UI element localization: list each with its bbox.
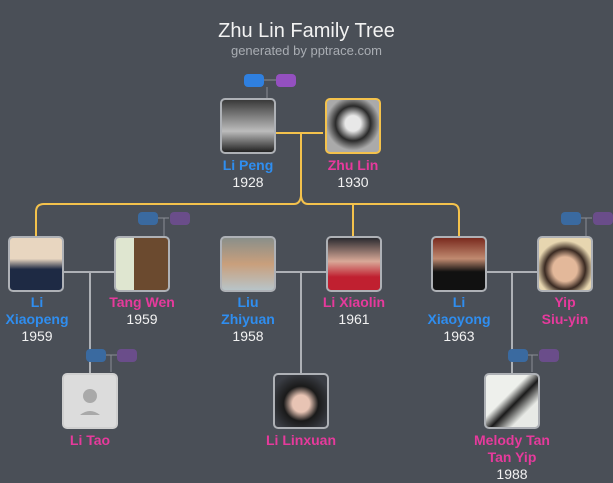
name-li-peng[interactable]: Li Peng — [222, 157, 274, 173]
expand-mother-button[interactable] — [117, 349, 137, 362]
expand-father-button[interactable] — [561, 212, 581, 225]
page-subtitle: generated by pptrace.com — [230, 43, 383, 58]
photo-tang-wen[interactable] — [114, 236, 170, 292]
year-li-xiaopeng: 1959 — [21, 328, 53, 344]
expand-father-button[interactable] — [508, 349, 528, 362]
photo-li-xiaolin[interactable] — [326, 236, 382, 292]
expand-mother-button[interactable] — [539, 349, 559, 362]
expand-mother-button[interactable] — [170, 212, 190, 225]
year-liu-zhiyuan: 1958 — [232, 328, 264, 344]
expand-father-button[interactable] — [244, 74, 264, 87]
photo-li-linxuan[interactable] — [273, 373, 329, 429]
name-zhu-lin[interactable]: Zhu Lin — [327, 157, 379, 173]
year-tang-wen: 1959 — [126, 311, 158, 327]
photo-li-peng[interactable] — [220, 98, 276, 154]
expand-mother-button[interactable] — [276, 74, 296, 87]
expand-mother-button[interactable] — [593, 212, 613, 225]
photo-li-xiaopeng[interactable] — [8, 236, 64, 292]
year-melody-tan: 1988 — [496, 466, 528, 482]
year-li-xiaoyong: 1963 — [443, 328, 475, 344]
photo-melody-tan[interactable] — [484, 373, 540, 429]
person-silhouette-icon — [80, 389, 100, 415]
photo-yip-siuyin[interactable] — [537, 236, 593, 292]
expand-father-button[interactable] — [138, 212, 158, 225]
page-title: Zhu Lin Family Tree — [218, 20, 395, 42]
photo-li-xiaoyong[interactable] — [431, 236, 487, 292]
photo-liu-zhiyuan[interactable] — [220, 236, 276, 292]
name-li-tao[interactable]: Li Tao — [69, 432, 111, 448]
year-li-xiaolin: 1961 — [338, 311, 370, 327]
name-li-linxuan[interactable]: Li Linxuan — [266, 432, 336, 448]
name-li-xiaolin[interactable]: Li Xiaolin — [322, 294, 386, 310]
year-li-peng: 1928 — [232, 174, 264, 190]
photo-zhu-lin[interactable] — [325, 98, 381, 154]
photo-li-tao[interactable] — [62, 373, 118, 429]
expand-father-button[interactable] — [86, 349, 106, 362]
year-zhu-lin: 1930 — [337, 174, 369, 190]
name-tang-wen[interactable]: Tang Wen — [109, 294, 175, 310]
